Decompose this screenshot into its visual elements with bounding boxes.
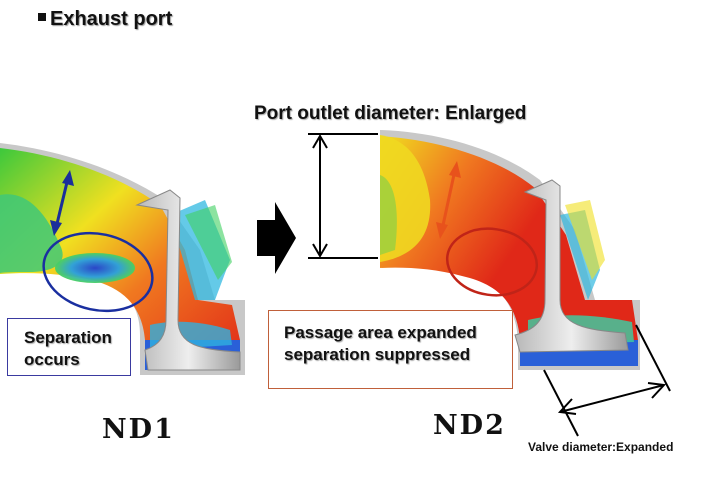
passage-line1: Passage area expanded xyxy=(284,323,477,342)
page-title: Exhaust port xyxy=(38,8,172,31)
passage-box: Passage area expanded separation suppres… xyxy=(268,310,513,389)
separation-line1: Separation xyxy=(24,328,112,347)
nd1-label: ND1 xyxy=(102,414,175,445)
separation-box: Separation occurs xyxy=(7,318,131,376)
transition-arrow xyxy=(257,202,296,274)
valve-diameter-dimension xyxy=(543,324,671,437)
title-text: Exhaust port xyxy=(50,8,173,30)
port-outlet-label: Port outlet diameter: Enlarged xyxy=(254,103,527,124)
passage-line2: separation suppressed xyxy=(284,345,471,364)
nd2-port-model xyxy=(380,130,640,370)
port-outlet-dimension xyxy=(308,133,378,259)
valve-diameter-label: Valve diameter:Expanded xyxy=(528,440,674,454)
nd2-label: ND2 xyxy=(433,410,506,441)
nd1-port-model xyxy=(0,143,245,375)
bullet-square-icon xyxy=(38,12,46,21)
separation-line2: occurs xyxy=(24,350,80,369)
